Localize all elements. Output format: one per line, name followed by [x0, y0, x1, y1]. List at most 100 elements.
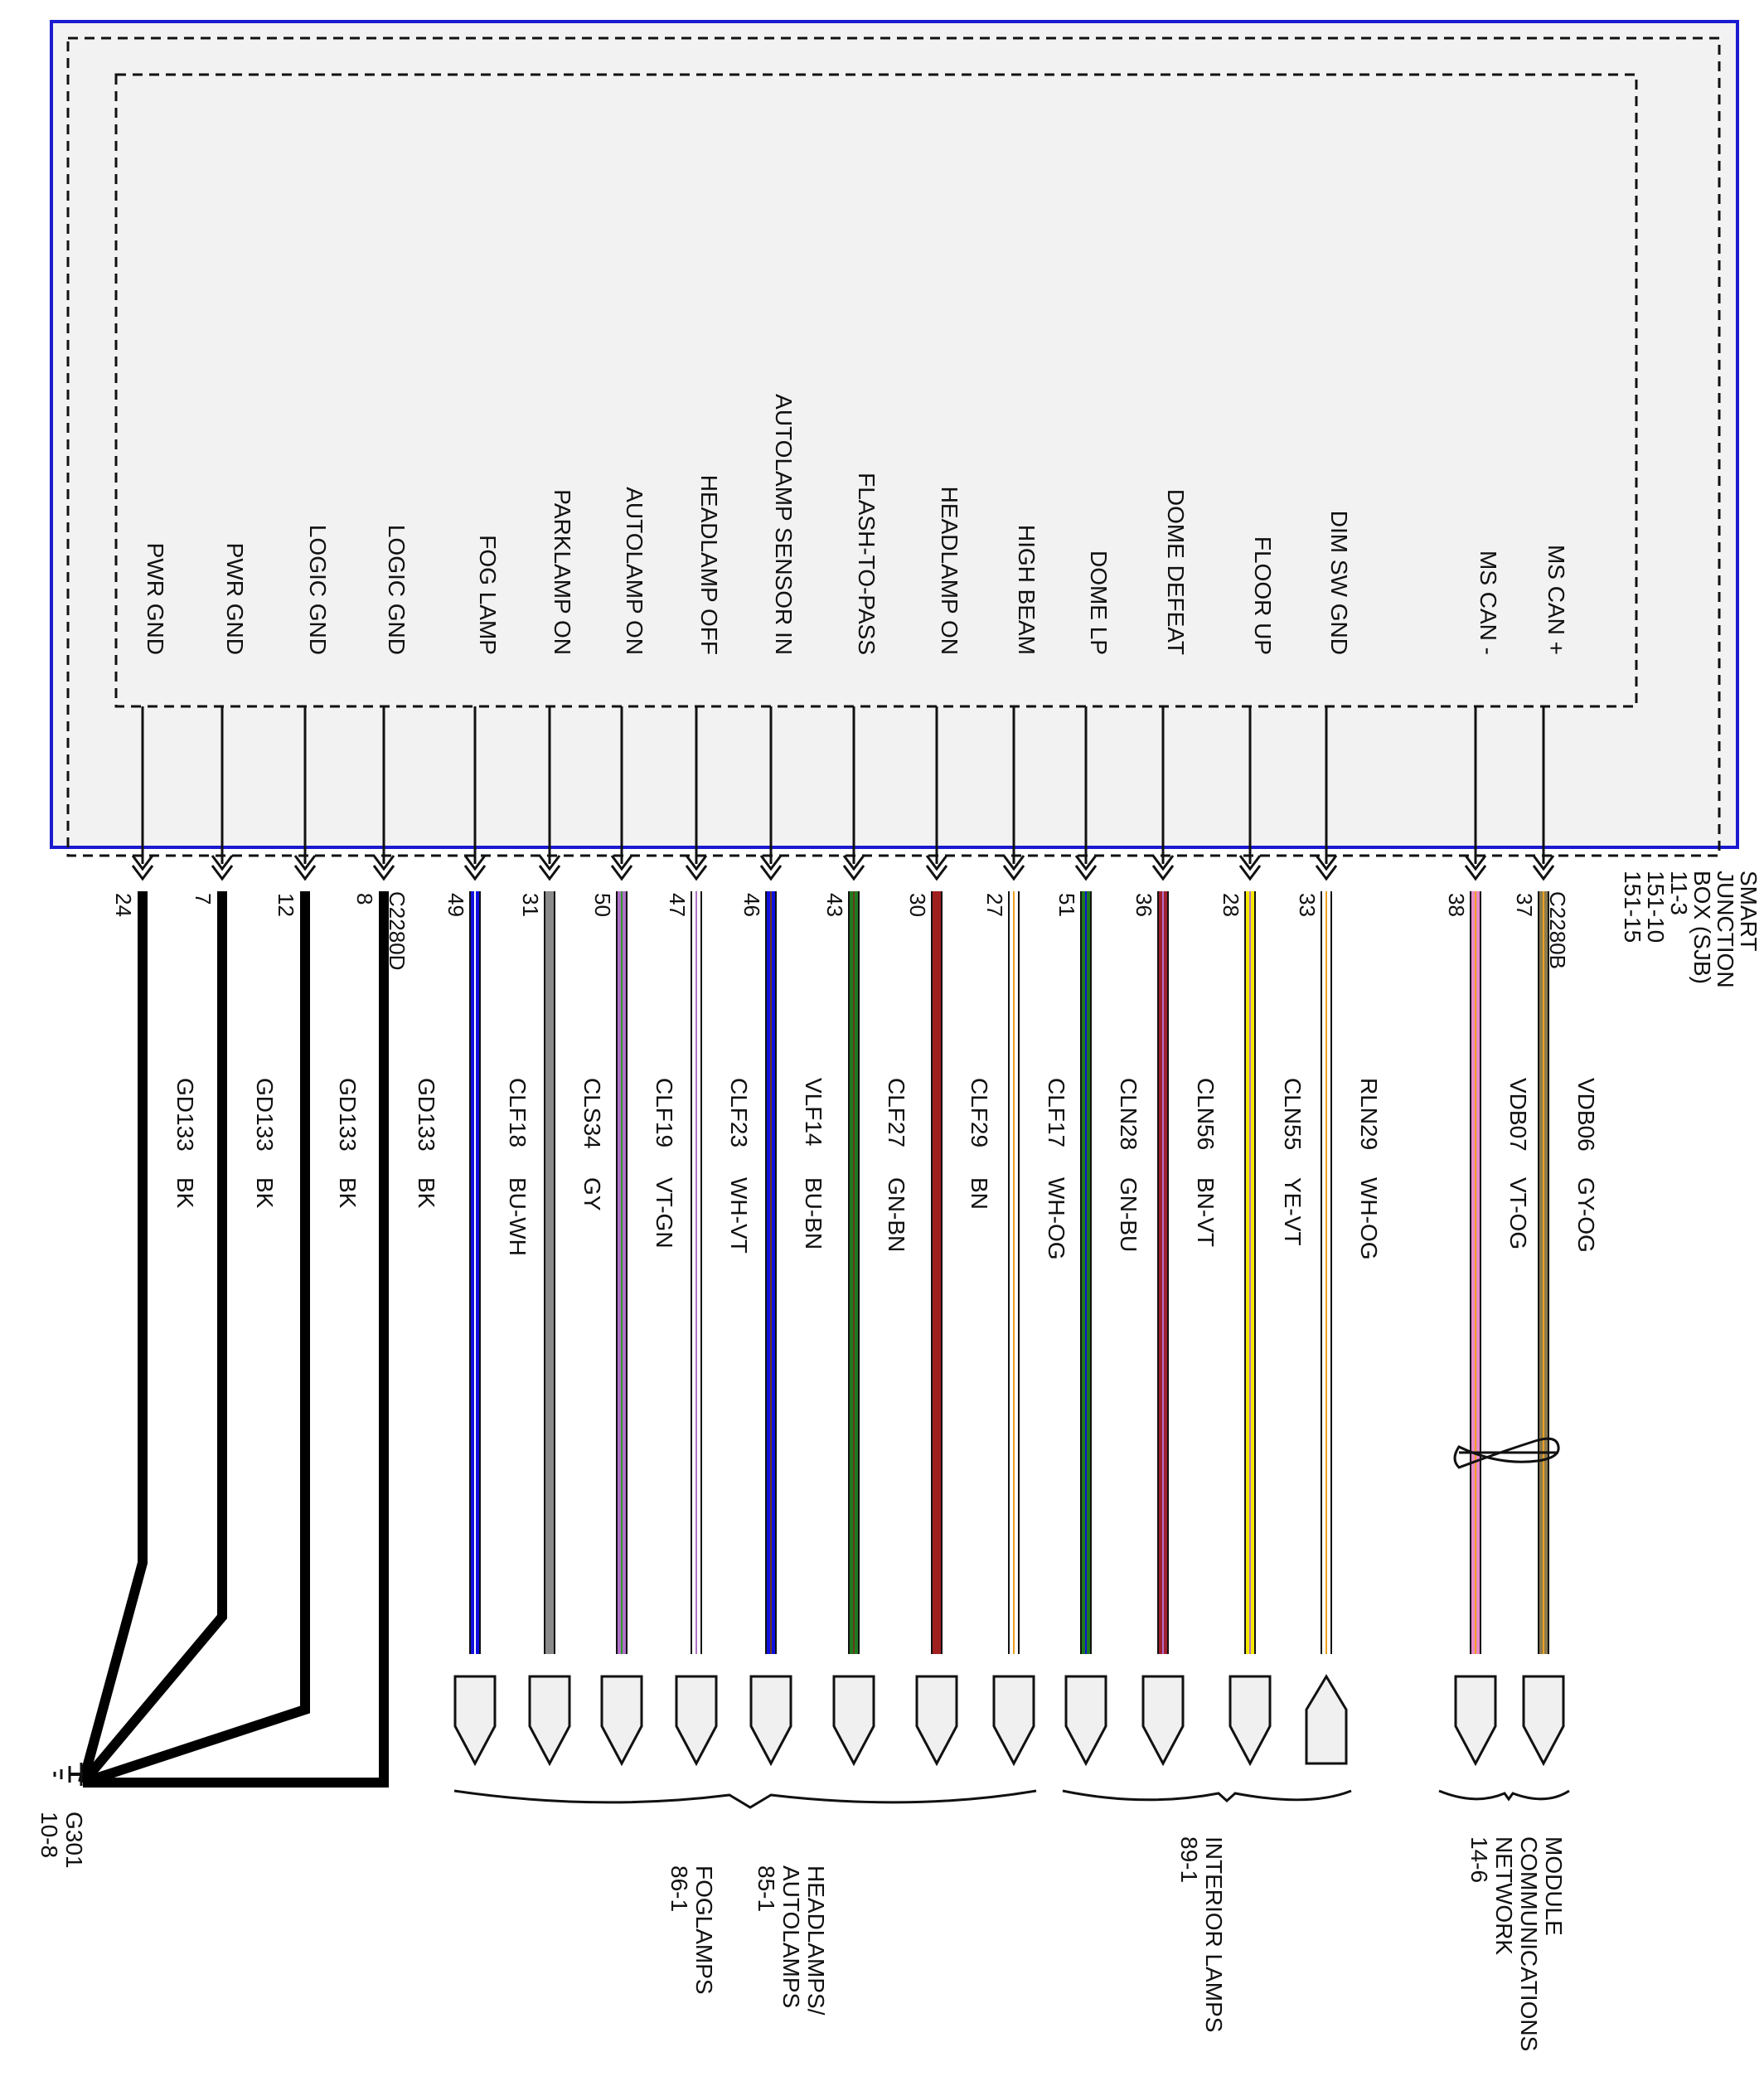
wire-stripe	[936, 891, 938, 1654]
pin-arrow-icon	[293, 865, 317, 881]
circuit-id: CLF29	[967, 1078, 992, 1147]
pin-number: 51	[1054, 893, 1079, 917]
pin-number-wrap: 27	[982, 893, 1007, 917]
pin-arrow-icon	[372, 865, 395, 881]
pin-arrow-icon	[1002, 865, 1025, 881]
destination-line: 14-6	[1466, 1836, 1492, 1883]
wire-stripe	[1475, 891, 1476, 1654]
module-outline	[50, 20, 1739, 849]
wire-stripe	[770, 891, 772, 1654]
circuit-function-label-wrap: LOGIC GND	[305, 525, 331, 655]
pin-number: 31	[518, 893, 543, 917]
pin-number-wrap: 49	[443, 893, 468, 917]
wire-color-code: BK	[335, 1177, 361, 1209]
pin-number-wrap: 30	[905, 893, 930, 917]
circuit-function-label: DIM SW GND	[1326, 511, 1352, 655]
pin-arrow-icon	[759, 855, 783, 871]
circuit-function-label-wrap: FLOOR UP	[1250, 536, 1276, 655]
pin-number-wrap: 37	[1512, 893, 1537, 917]
module-name-line: 151-15	[1620, 871, 1645, 943]
module-name-line: 151-10	[1643, 871, 1669, 943]
destination-line: MODULE	[1541, 1836, 1567, 1936]
circuit-function-label-wrap: MS CAN +	[1544, 545, 1569, 655]
pin-number-wrap: 33	[1295, 893, 1320, 917]
pin-number-wrap: 7	[191, 893, 216, 905]
wire-color-code: GN-BN	[884, 1177, 909, 1252]
circuit-id: CLN55	[1280, 1078, 1306, 1150]
circuit-function-label-wrap: PWR GND	[143, 543, 168, 655]
ground-wire	[79, 891, 227, 1786]
pin-arrow-icon	[1238, 855, 1262, 871]
wire-stripe	[621, 891, 623, 1654]
wire-stripe	[1249, 891, 1251, 1654]
circuit-function-label: AUTOLAMP SENSOR IN	[771, 394, 797, 655]
circuit-function-label-wrap: MS CAN -	[1476, 551, 1501, 655]
wire-color-code: GY	[579, 1177, 605, 1211]
wire-color-code: BK	[172, 1177, 198, 1209]
circuit-function-label-wrap: DOME LP	[1086, 551, 1112, 655]
circuit-function-label-wrap: DOME DEFEAT	[1163, 489, 1189, 655]
pin-number: 30	[905, 893, 930, 917]
pin-arrow-icon	[1315, 855, 1338, 871]
pin-arrow-icon	[538, 855, 561, 871]
pin-number: 27	[982, 893, 1007, 917]
circuit-function-label: PARKLAMP ON	[550, 489, 575, 655]
pin-arrow-icon	[372, 855, 395, 871]
wire-color-code: BN-VT	[1193, 1177, 1219, 1247]
connector-terminal	[1305, 1674, 1348, 1765]
destination-line: FOGLAMPS	[691, 1865, 717, 1995]
wire-stripe	[853, 891, 855, 1654]
connector-label-wrap: C2280B	[1545, 891, 1570, 969]
pin-number-wrap: 43	[822, 893, 847, 917]
wire-color-code: GN-BU	[1116, 1177, 1141, 1252]
connector-terminal	[1454, 1675, 1497, 1767]
pin-arrow-icon	[842, 855, 865, 871]
destination-foglamps: FOGLAMPS 86-1	[666, 1865, 717, 1995]
circuit-function-label: HEADLAMP ON	[937, 487, 962, 655]
wire-color-code: BU-BN	[801, 1177, 826, 1249]
destination-interior-lamps: INTERIOR LAMPS 89-1	[1176, 1836, 1227, 2032]
module-name-line: SMART	[1736, 871, 1762, 952]
circuit-function-label-wrap: HEADLAMP ON	[937, 487, 962, 655]
pin-number-wrap: 50	[590, 893, 615, 917]
destination-line: INTERIOR LAMPS	[1201, 1836, 1227, 2032]
destination-line: NETWORK	[1491, 1836, 1517, 1955]
pin-arrow-icon	[1532, 855, 1555, 871]
connector-terminal	[1228, 1675, 1272, 1767]
pin-arrow-icon	[1151, 865, 1175, 881]
circuit-id: VDB06	[1573, 1078, 1599, 1152]
circuit-id: CLN28	[1116, 1078, 1141, 1150]
circuit-function-label-wrap: HIGH BEAM	[1014, 525, 1040, 655]
circuit-id: CLF17	[1044, 1078, 1069, 1147]
circuit-function-label: DOME LP	[1086, 551, 1112, 655]
destination-braces	[453, 1789, 1570, 1809]
pin-number: 49	[443, 893, 468, 917]
circuit-id: GD133	[414, 1078, 439, 1152]
pin-arrow-icon	[1002, 855, 1025, 871]
connector-terminal	[1522, 1675, 1565, 1767]
module-inner-dashed-outer	[66, 36, 1721, 857]
pin-number-wrap: 24	[111, 893, 136, 917]
wire-color-code: BU-WH	[505, 1177, 531, 1256]
wire-stripe	[1543, 891, 1544, 1654]
circuit-function-label-wrap: AUTOLAMP ON	[622, 487, 647, 655]
circuit-function-label-wrap: FOG LAMP	[475, 535, 501, 655]
wire-stripe	[549, 891, 550, 1654]
module-name-line: BOX (SJB)	[1689, 871, 1715, 984]
pin-number: 12	[274, 893, 298, 917]
connector-label-wrap: C2280D	[385, 891, 410, 970]
